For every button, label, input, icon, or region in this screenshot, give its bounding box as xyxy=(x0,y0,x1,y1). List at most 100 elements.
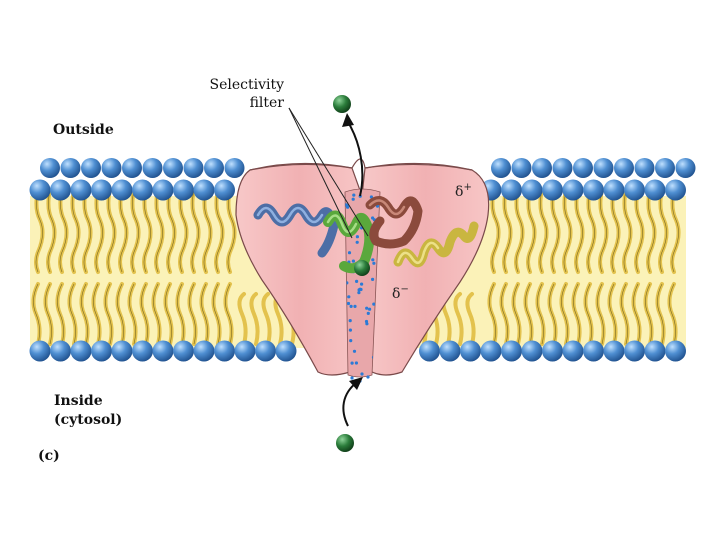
headgroup xyxy=(111,179,133,201)
water-molecule xyxy=(356,172,359,175)
water-molecule xyxy=(360,282,364,286)
lipid-tail-outline xyxy=(131,189,139,273)
headgroup xyxy=(183,158,204,178)
lipid-tail-outline xyxy=(45,283,52,345)
lipid-tail-outline xyxy=(539,189,547,273)
headgroup xyxy=(542,179,563,201)
lipid-tail-outline xyxy=(609,283,616,345)
lipid-tail-outline xyxy=(201,283,208,345)
headgroup xyxy=(644,340,666,362)
headgroup xyxy=(29,340,51,362)
headgroup xyxy=(193,179,215,201)
headgroup xyxy=(50,179,71,201)
lipid-tail-outline xyxy=(489,283,496,345)
headgroup xyxy=(132,340,153,362)
water-molecule xyxy=(351,197,355,201)
headgroup xyxy=(214,340,235,362)
lipid-tail xyxy=(249,292,260,346)
lipid-tail-outline xyxy=(179,189,187,273)
headgroups-top-back xyxy=(40,158,696,178)
headgroup xyxy=(665,340,686,362)
lipid-tail-outline xyxy=(645,283,652,345)
lipid-tail-outline xyxy=(153,283,160,345)
lipid-tail xyxy=(261,292,272,346)
lipid-tail-outline xyxy=(117,283,124,345)
lipid-tail-outline xyxy=(537,283,544,345)
water-molecule xyxy=(354,361,358,365)
water-molecule xyxy=(352,193,356,197)
lipid-tail-outline xyxy=(501,283,508,345)
lipid-tail xyxy=(237,292,248,346)
lipid-tail-outline xyxy=(143,189,151,273)
headgroup xyxy=(419,340,440,362)
headgroup xyxy=(562,179,584,201)
lipid-tail-outline xyxy=(225,283,232,345)
lipid-tail-outline xyxy=(515,189,523,273)
lipid-tail-outline xyxy=(623,189,631,273)
water-molecule xyxy=(349,339,353,343)
water-molecule xyxy=(348,319,352,323)
headgroup xyxy=(521,340,543,362)
water-molecule xyxy=(372,302,376,306)
lipid-tail xyxy=(465,292,476,346)
lipid-tail-outline xyxy=(71,189,79,273)
water-molecule xyxy=(348,328,352,332)
lipid-tail-outline xyxy=(203,189,211,273)
headgroup xyxy=(583,340,604,362)
lipid-tail-outline xyxy=(527,189,535,273)
lipid-tail-outline xyxy=(563,189,571,273)
water-molecule xyxy=(357,291,361,295)
headgroup xyxy=(173,179,194,201)
headgroup xyxy=(552,158,573,178)
water-molecule xyxy=(371,258,375,262)
water-molecule xyxy=(366,375,370,379)
lipid-tail-outline xyxy=(35,189,43,273)
headgroup xyxy=(214,179,235,201)
lipid-tail-outline xyxy=(657,283,664,345)
lipid-tail-outline xyxy=(549,283,556,345)
headgroup xyxy=(91,179,112,201)
headgroup xyxy=(603,179,625,201)
water-molecule xyxy=(352,349,357,353)
water-molecule xyxy=(353,304,357,308)
water-molecule xyxy=(366,311,370,315)
ion-filter xyxy=(354,260,370,276)
lipid-tail-outline xyxy=(599,189,607,273)
lipid-tail-outline xyxy=(561,283,568,345)
outside-label: Outside xyxy=(53,122,114,138)
helix-green-highlight xyxy=(326,214,358,234)
lipid-tail-outline xyxy=(671,189,679,273)
lipid-tail-outline xyxy=(597,283,604,345)
headgroup xyxy=(501,340,522,362)
lipid-tail-outline xyxy=(575,189,583,273)
headgroup xyxy=(644,179,666,201)
headgroup xyxy=(70,179,92,201)
headgroup xyxy=(491,158,511,178)
headgroup xyxy=(460,340,481,362)
lipid-tail-outline xyxy=(621,283,628,345)
water-molecule xyxy=(368,307,372,311)
lipid-tail-outline xyxy=(129,283,136,345)
headgroup xyxy=(60,158,81,178)
headgroup xyxy=(163,158,183,178)
lipid-tail-outline xyxy=(633,283,640,345)
ion-bottom xyxy=(336,434,354,452)
lipid-tail-outline xyxy=(81,283,88,345)
lipid-tail-outline xyxy=(165,283,172,345)
lipid-tail-outline xyxy=(551,189,559,273)
water-molecule xyxy=(347,295,351,299)
helix-blue-highlight xyxy=(256,206,324,224)
headgroup xyxy=(439,340,461,362)
lipid-tail-outline xyxy=(585,283,592,345)
lipid-tail-outline xyxy=(141,283,148,345)
water-molecule xyxy=(347,251,352,255)
headgroup xyxy=(193,340,215,362)
headgroup xyxy=(532,158,552,178)
water-molecule xyxy=(371,216,375,220)
water-molecule xyxy=(346,301,351,306)
water-molecule xyxy=(355,279,359,283)
lipid-tail-outline xyxy=(611,189,619,273)
helix-brown-highlight xyxy=(368,199,406,216)
water-molecule xyxy=(351,259,355,263)
lipid-tail-outline xyxy=(215,189,223,273)
